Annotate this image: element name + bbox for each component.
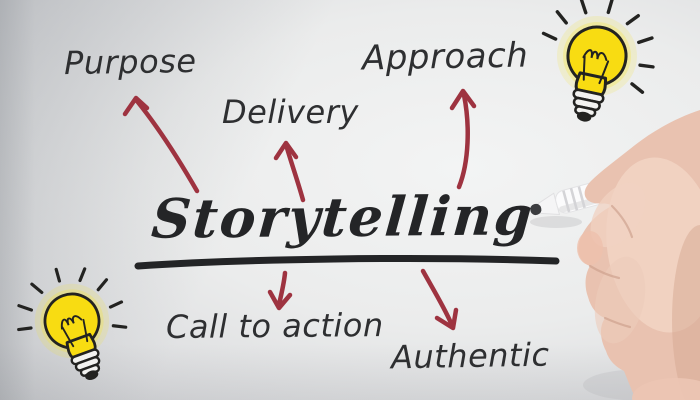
label-authentic: Authentic <box>390 335 550 377</box>
arrow-to-purpose <box>122 95 200 194</box>
label-purpose: Purpose <box>63 41 197 83</box>
label-call-to-action: Call to action <box>165 306 384 346</box>
marker-shadow <box>530 216 582 228</box>
arrow-to-authentic <box>420 268 459 331</box>
lightbulb-icon <box>2 250 145 398</box>
hand-writing <box>577 110 700 400</box>
lightbulb-icon <box>525 0 667 134</box>
arrow-to-call-to-action <box>267 270 293 311</box>
arrow-to-approach <box>449 88 477 190</box>
arrow-to-delivery <box>273 140 306 203</box>
label-delivery: Delivery <box>222 93 359 131</box>
title-storytelling: Storytelling <box>149 183 537 251</box>
label-approach: Approach <box>361 35 529 79</box>
title-underline <box>134 255 560 270</box>
